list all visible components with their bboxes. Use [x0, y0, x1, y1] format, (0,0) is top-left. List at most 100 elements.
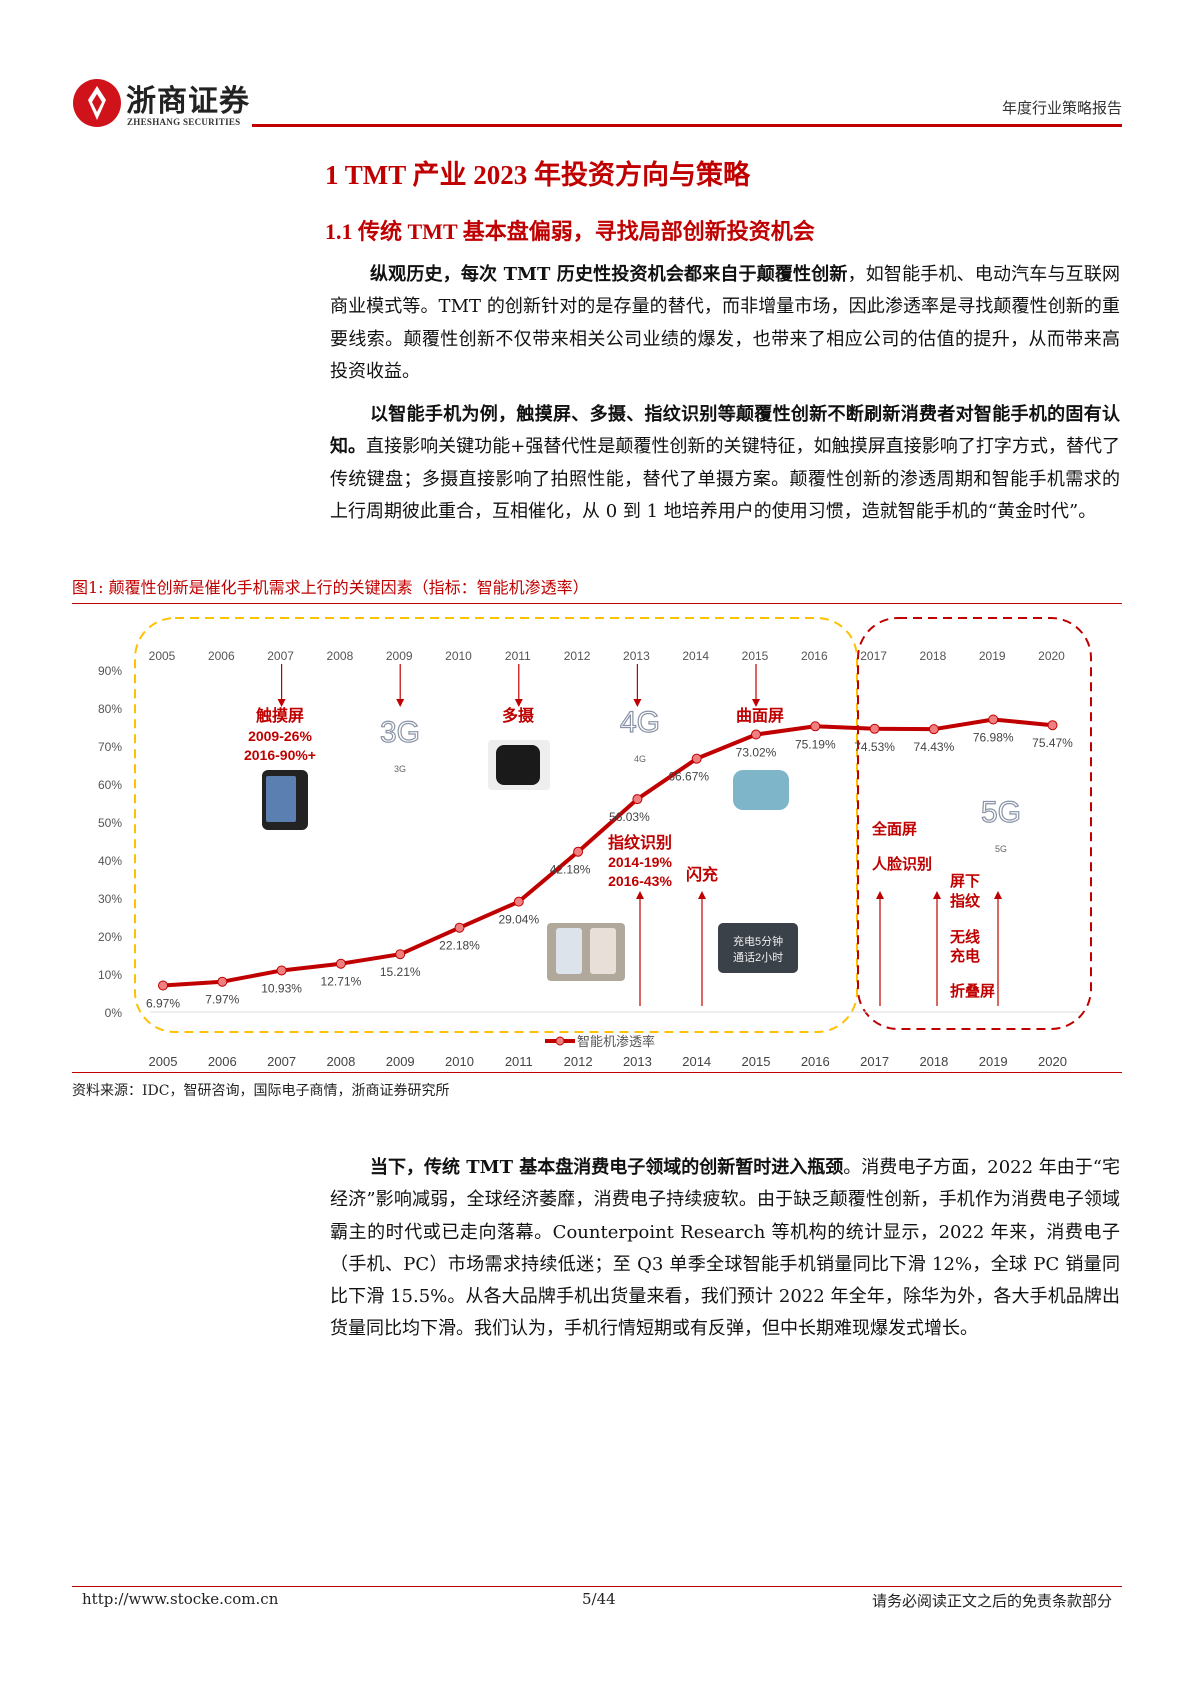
x-tick-label: 2017: [860, 1054, 889, 1069]
x-tick-label: 2012: [564, 1054, 593, 1069]
y-tick-label: 0%: [105, 1006, 123, 1020]
x-tick-label-top: 2011: [505, 649, 531, 663]
x-tick-label-top: 2012: [564, 649, 591, 663]
up-arrow-icon: [698, 891, 706, 899]
data-point: [988, 714, 999, 725]
data-label: 42.18%: [550, 863, 591, 877]
x-tick-label: 2005: [149, 1054, 178, 1069]
data-label: 10.93%: [261, 981, 302, 995]
data-point: [632, 794, 643, 805]
x-tick-label: 2019: [979, 1054, 1008, 1069]
fast-charge-image: [718, 923, 798, 973]
x-tick-label-top: 2020: [1038, 649, 1065, 663]
y-tick-label: 30%: [98, 892, 122, 906]
paragraph-2-lead: 以智能手机为例，触摸屏、多摄、指纹识别等颠覆性创新不断刷新消费者对智能手机的固有…: [330, 404, 1120, 458]
fast-charge-image-text: 通话2小时: [733, 951, 783, 964]
data-label: 74.43%: [914, 740, 955, 754]
data-point: [395, 949, 406, 960]
paragraph-1: 纵观历史，每次 TMT 历史性投资机会都来自于颠覆性创新，如智能手机、电动汽车与…: [330, 259, 1120, 388]
annotation-foldable: 折叠屏: [950, 982, 995, 1000]
paragraph-3-lead: 当下，传统 TMT 基本盘消费电子领域的创新暂时进入瓶颈: [370, 1157, 844, 1178]
paragraph-2-body: 直接影响关键功能+强替代性是颠覆性创新的关键特征，如触摸屏直接影响了打字方式，替…: [330, 436, 1121, 522]
curved-phone-image: [733, 770, 789, 810]
annotation-fingerprint: 指纹识别: [608, 833, 672, 852]
down-arrow-icon: [277, 699, 286, 707]
up-arrow-icon: [636, 891, 644, 899]
data-point: [751, 729, 761, 740]
fast-charge-image-text: 充电5分钟: [733, 934, 783, 948]
down-arrow-icon: [752, 699, 760, 707]
3g-icon: 3G: [380, 716, 420, 749]
footer-disclaimer: 请务必阅读正文之后的免责条款部分: [871, 1592, 1112, 1610]
x-tick-label-top: 2019: [979, 649, 1006, 663]
annotation-face-id: 人脸识别: [872, 855, 932, 873]
fingerprint-phone-screen-image: [556, 928, 582, 974]
x-tick-label-top: 2006: [208, 649, 235, 663]
up-arrow-icon: [933, 891, 941, 899]
legend-marker: [555, 1036, 565, 1046]
y-tick-label: 20%: [98, 930, 122, 944]
5g-label: 5G: [995, 844, 1007, 854]
annotation-full-screen: 全面屏: [871, 820, 917, 838]
y-tick-label: 40%: [98, 854, 122, 868]
x-tick-label-top: 2007: [267, 649, 294, 663]
x-tick-label: 2015: [742, 1054, 771, 1069]
annotation-fast-charge: 闪充: [686, 865, 718, 884]
x-tick-label-top: 2015: [742, 649, 769, 663]
data-label: 22.18%: [439, 939, 480, 953]
y-tick-label: 50%: [98, 816, 122, 830]
data-label: 74.53%: [854, 740, 895, 754]
3g-label: 3G: [394, 764, 406, 774]
up-arrow-icon: [994, 891, 1002, 899]
5g-icon: 5G: [981, 796, 1021, 829]
x-tick-label: 2013: [623, 1054, 652, 1069]
data-label: 15.21%: [380, 965, 421, 979]
x-tick-label-top: 2016: [801, 649, 828, 663]
y-tick-label: 60%: [98, 778, 122, 792]
x-tick-label-top: 2010: [445, 649, 472, 663]
fingerprint-phone-screen-image: [590, 928, 616, 974]
data-point: [928, 724, 939, 735]
paragraph-3: 当下，传统 TMT 基本盘消费电子领域的创新暂时进入瓶颈。消费电子方面，2022…: [330, 1152, 1120, 1346]
subsection-title: 1.1 传统 TMT 基本盘偏弱，寻找局部创新投资机会: [325, 219, 815, 244]
zheshang-logo-icon: [73, 79, 121, 127]
figure-bottom-rule: [72, 1072, 1122, 1073]
data-point: [513, 896, 524, 907]
brand-name: 浙商证券: [126, 84, 250, 119]
4g-icon: 4G: [620, 706, 660, 739]
footer-url[interactable]: http://www.stocke.com.cn: [82, 1590, 279, 1608]
y-tick-label: 90%: [98, 664, 122, 678]
camera-lens-image: [496, 745, 540, 785]
annotation-touchscreen-2009: 2009-26%: [248, 728, 312, 744]
data-label: 12.71%: [321, 975, 362, 989]
annotation-fingerprint-2016: 2016-43%: [608, 873, 672, 889]
figure-caption: 图1: 颠覆性创新是催化手机需求上行的关键因素（指标：智能机渗透率）: [72, 578, 589, 597]
figure-source: 资料来源：IDC，智研咨询，国际电子商情，浙商证券研究所: [72, 1083, 450, 1099]
annotation-wireless-2: 充电: [950, 947, 980, 965]
annotation-under-screen-2: 指纹: [950, 892, 981, 910]
penetration-chart: 0%10%20%30%40%50%60%70%80%90%20052005200…: [98, 617, 1092, 1069]
x-tick-label-top: 2017: [860, 649, 887, 663]
paragraph-1-body: ，如智能手机、电动汽车与互联网商业模式等。TMT 的创新针对的是存量的替代，而非…: [330, 264, 1120, 382]
paragraph-2: 以智能手机为例，触摸屏、多摄、指纹识别等颠覆性创新不断刷新消费者对智能手机的固有…: [330, 399, 1120, 528]
annotation-wireless: 无线: [949, 928, 980, 946]
data-label: 66.67%: [668, 770, 709, 784]
brand-name-en: ZHESHANG SECURITIES: [127, 117, 241, 127]
x-tick-label: 2006: [208, 1054, 237, 1069]
data-point: [869, 723, 880, 734]
x-tick-label: 2008: [326, 1054, 355, 1069]
up-arrow-icon: [876, 891, 884, 899]
x-tick-label: 2010: [445, 1054, 474, 1069]
x-tick-label: 2009: [386, 1054, 415, 1069]
data-label: 29.04%: [498, 913, 539, 927]
paragraph-3-body: 。消费电子方面，2022 年由于“宅经济”影响减弱，全球经济萎靡，消费电子持续疲…: [330, 1157, 1121, 1340]
page-number: 5/44: [582, 1590, 616, 1608]
x-tick-label: 2016: [801, 1054, 830, 1069]
y-tick-label: 70%: [98, 740, 122, 754]
down-arrow-icon: [633, 699, 642, 707]
footer-rule: [72, 1586, 1122, 1587]
data-label: 73.02%: [736, 746, 777, 760]
data-point: [573, 846, 584, 857]
y-tick-label: 80%: [98, 702, 122, 716]
